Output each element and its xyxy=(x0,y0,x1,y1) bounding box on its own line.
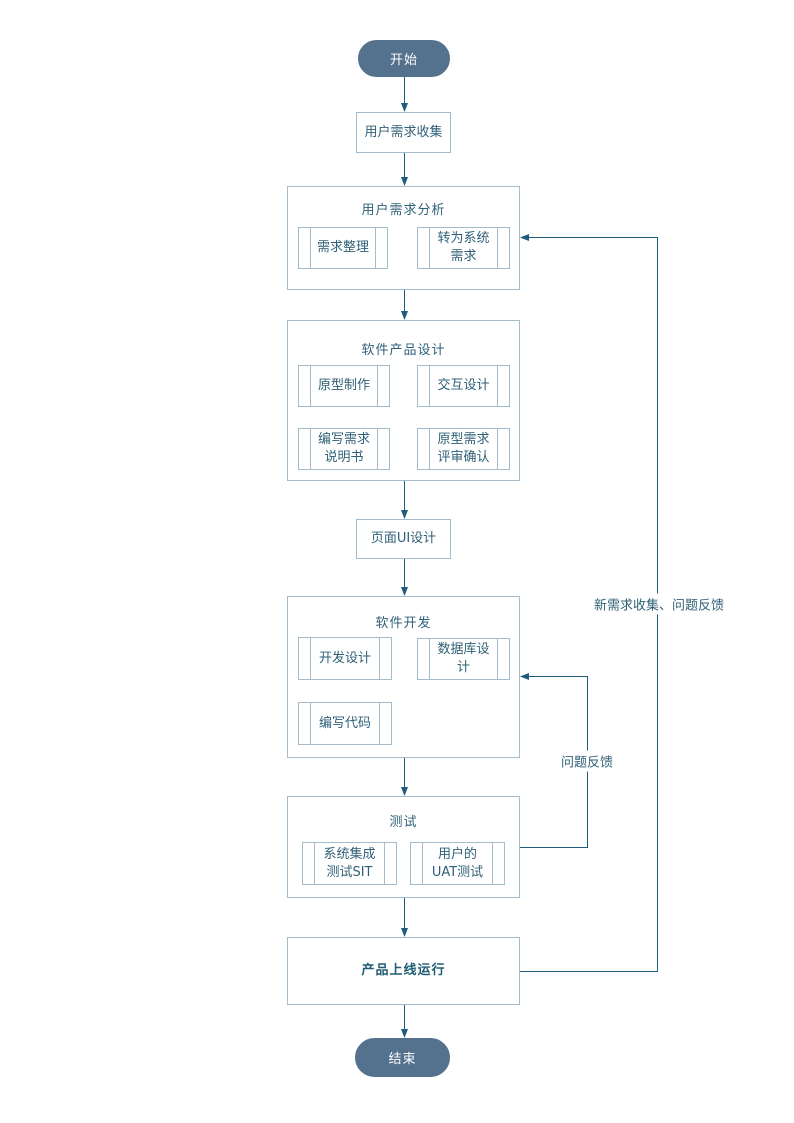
uat-testing-node: 用户的 UAT测试 xyxy=(410,842,505,885)
coding-node: 编写代码 xyxy=(298,702,392,745)
database-design-node: 数据库设 计 xyxy=(417,638,510,680)
development-group-title: 软件开发 xyxy=(375,616,432,631)
issue-feedback-label: 问题反馈 xyxy=(556,750,618,772)
ui-design-node: 页面UI设计 xyxy=(356,519,451,559)
sit-testing-node: 系统集成 测试SIT xyxy=(302,842,397,885)
collect-requirements-node: 用户需求收集 xyxy=(356,112,451,153)
launch-node: 产品上线运行 xyxy=(287,937,520,1005)
dev-design-node: 开发设计 xyxy=(298,637,392,680)
analysis-group-title: 用户需求分析 xyxy=(361,203,446,218)
requirement-sorting-node: 需求整理 xyxy=(298,227,388,269)
prototype-review-node: 原型需求 评审确认 xyxy=(417,428,510,470)
to-system-requirement-node: 转为系统 需求 xyxy=(417,227,510,269)
start-node: 开始 xyxy=(358,40,450,77)
prototype-node: 原型制作 xyxy=(298,365,390,407)
write-spec-node: 编写需求 说明书 xyxy=(298,428,390,470)
interaction-design-node: 交互设计 xyxy=(417,365,510,407)
testing-group-title: 测试 xyxy=(389,815,418,830)
new-requirements-feedback-label: 新需求收集、问题反馈 xyxy=(589,593,729,615)
product-design-group-title: 软件产品设计 xyxy=(361,343,446,358)
end-node: 结束 xyxy=(355,1038,450,1077)
